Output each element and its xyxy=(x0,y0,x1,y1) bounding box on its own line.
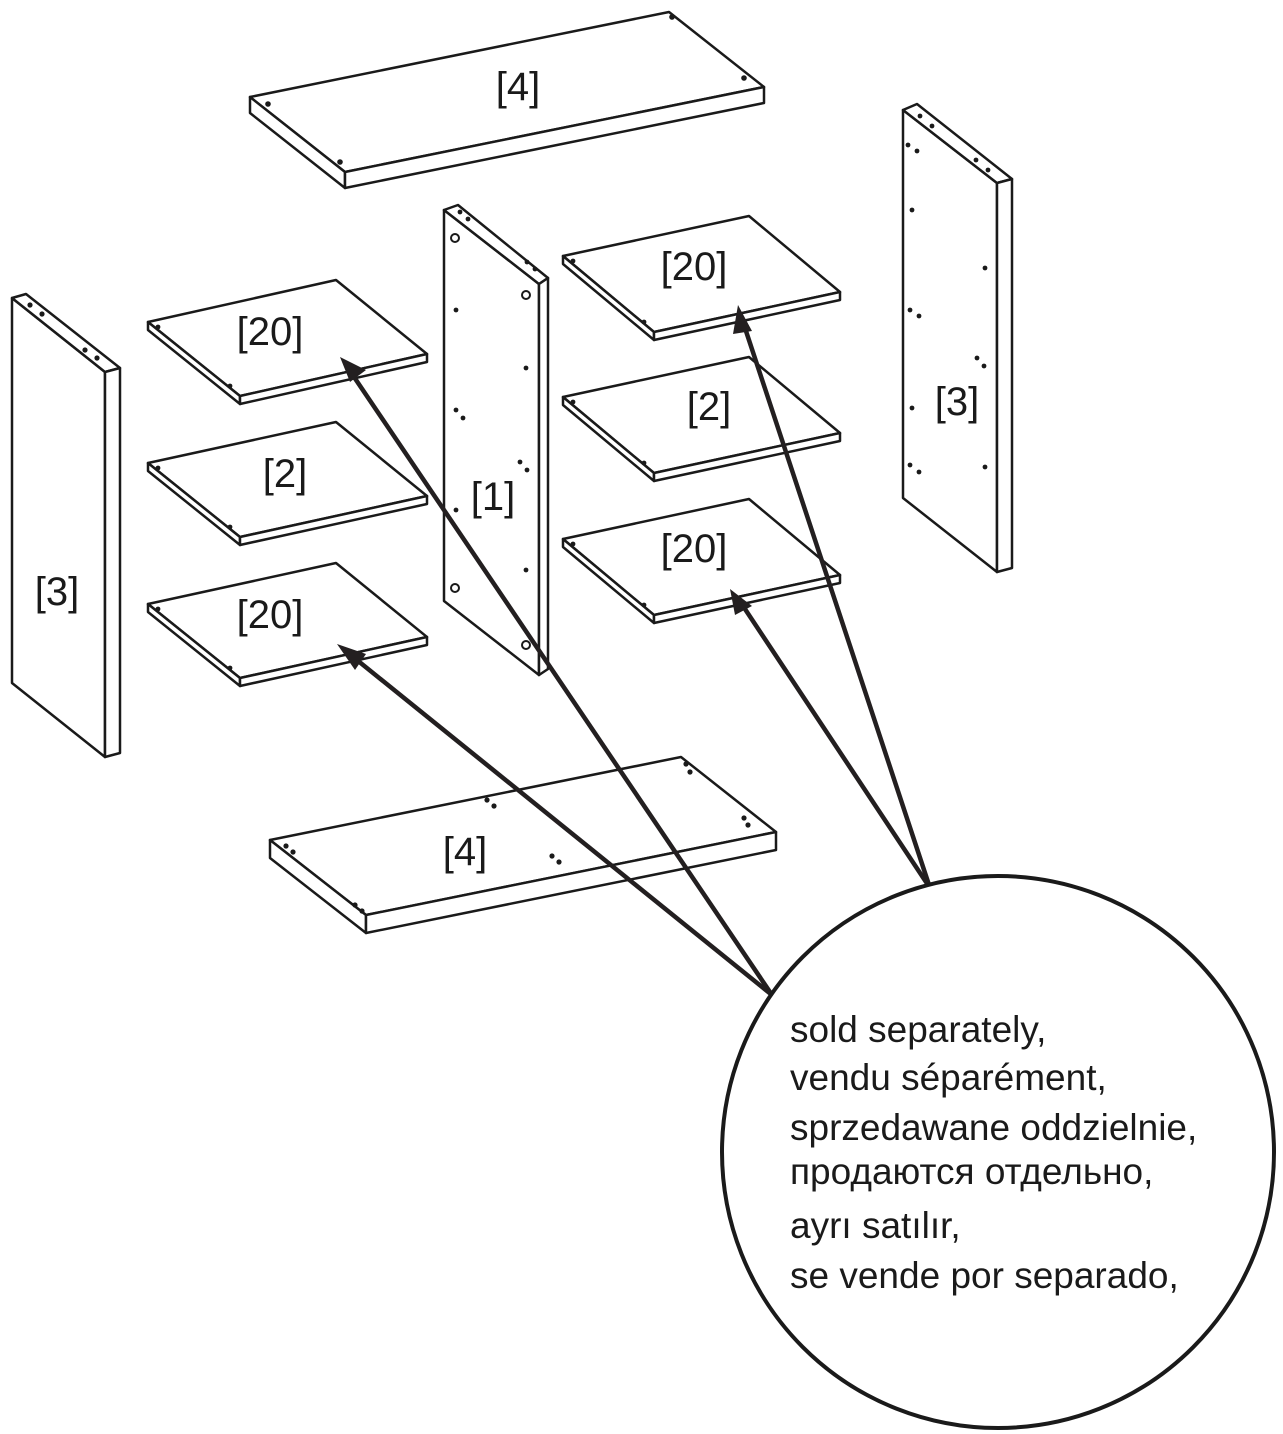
left-shelf-bottom: [20] xyxy=(146,561,429,688)
left-shelf-top-label: [20] xyxy=(237,310,304,354)
left-shelf-bottom-label: [20] xyxy=(237,593,304,637)
bottom-panel-label: [4] xyxy=(443,830,487,874)
arrow-head-right-shelf-top xyxy=(733,305,752,334)
right-shelf-mid: [2] xyxy=(561,355,842,483)
callout-line-pl: sprzedawane oddzielnie, xyxy=(790,1107,1197,1148)
left-side-panel: [3] xyxy=(10,292,122,759)
arrow-to-left-shelf-bottom xyxy=(350,654,774,997)
arrow-head-left-shelf-top xyxy=(340,357,366,382)
bottom-panel: [4] xyxy=(268,755,778,935)
arrow-to-right-shelf-top xyxy=(740,321,933,889)
left-side-label: [3] xyxy=(35,570,79,614)
top-panel-label: [4] xyxy=(496,65,540,109)
left-shelf-mid-label: [2] xyxy=(263,452,307,496)
right-shelf-mid-label: [2] xyxy=(687,385,731,429)
center-divider-panel: [1] xyxy=(442,203,550,677)
left-shelf-mid: [2] xyxy=(146,420,429,547)
callout-line-tr: ayrı satılır, xyxy=(790,1205,961,1246)
right-shelf-bottom-label: [20] xyxy=(661,527,728,571)
callout-line-es: se vende por separado, xyxy=(790,1255,1179,1296)
callout-line-ru: продаются отдельно, xyxy=(790,1151,1153,1192)
right-shelf-bottom: [20] xyxy=(561,497,842,625)
right-side-label: [3] xyxy=(935,380,979,424)
right-side-panel: [3] xyxy=(901,102,1014,574)
arrow-to-right-shelf-bottom xyxy=(739,601,932,890)
callout-line-en: sold separately, xyxy=(790,1009,1046,1050)
arrow-to-left-shelf-top xyxy=(350,372,774,997)
left-shelf-top: [20] xyxy=(146,278,429,406)
callout-line-fr: vendu séparément, xyxy=(790,1057,1107,1098)
arrow-head-left-shelf-bottom xyxy=(337,644,366,670)
center-divider-label: [1] xyxy=(471,475,515,519)
callout-arrows xyxy=(337,305,933,997)
top-panel: [4] xyxy=(248,10,766,190)
arrow-head-right-shelf-bottom xyxy=(730,589,752,615)
right-shelf-top: [20] xyxy=(561,214,842,342)
right-shelf-top-label: [20] xyxy=(661,245,728,289)
sold-separately-callout: sold separately, vendu séparément, sprze… xyxy=(720,874,1276,1430)
